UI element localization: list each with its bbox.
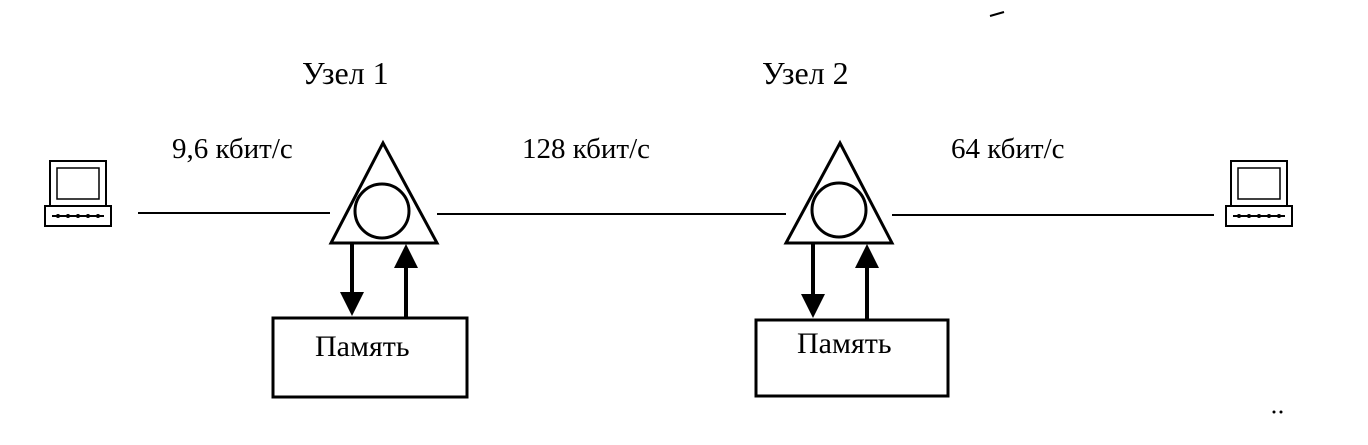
left-computer-icon [44, 160, 112, 227]
stray-dot [1272, 410, 1276, 414]
node-2-up-arrow [855, 244, 879, 320]
node-2-memory-label: Память [797, 327, 892, 360]
right-computer-icon [1225, 160, 1293, 227]
stray-mark [989, 11, 1005, 17]
node-1-down-arrow [340, 243, 364, 316]
node-1-memory-label: Память [315, 330, 410, 363]
link-2-speed: 128 кбит/с [522, 133, 650, 165]
node-2-switch-icon [783, 139, 895, 245]
node-2-title: Узел 2 [762, 55, 849, 91]
node-2-down-arrow [801, 243, 825, 318]
stray-dot [1279, 410, 1283, 414]
node-2-memory-box [754, 318, 950, 398]
node-1-title: Узел 1 [302, 55, 389, 91]
link-1-speed: 9,6 кбит/с [172, 133, 293, 165]
link-3-speed: 64 кбит/с [951, 133, 1065, 165]
node-1-switch-icon [328, 139, 440, 245]
node-1-memory-box [271, 316, 469, 399]
node-1-up-arrow [394, 244, 418, 318]
